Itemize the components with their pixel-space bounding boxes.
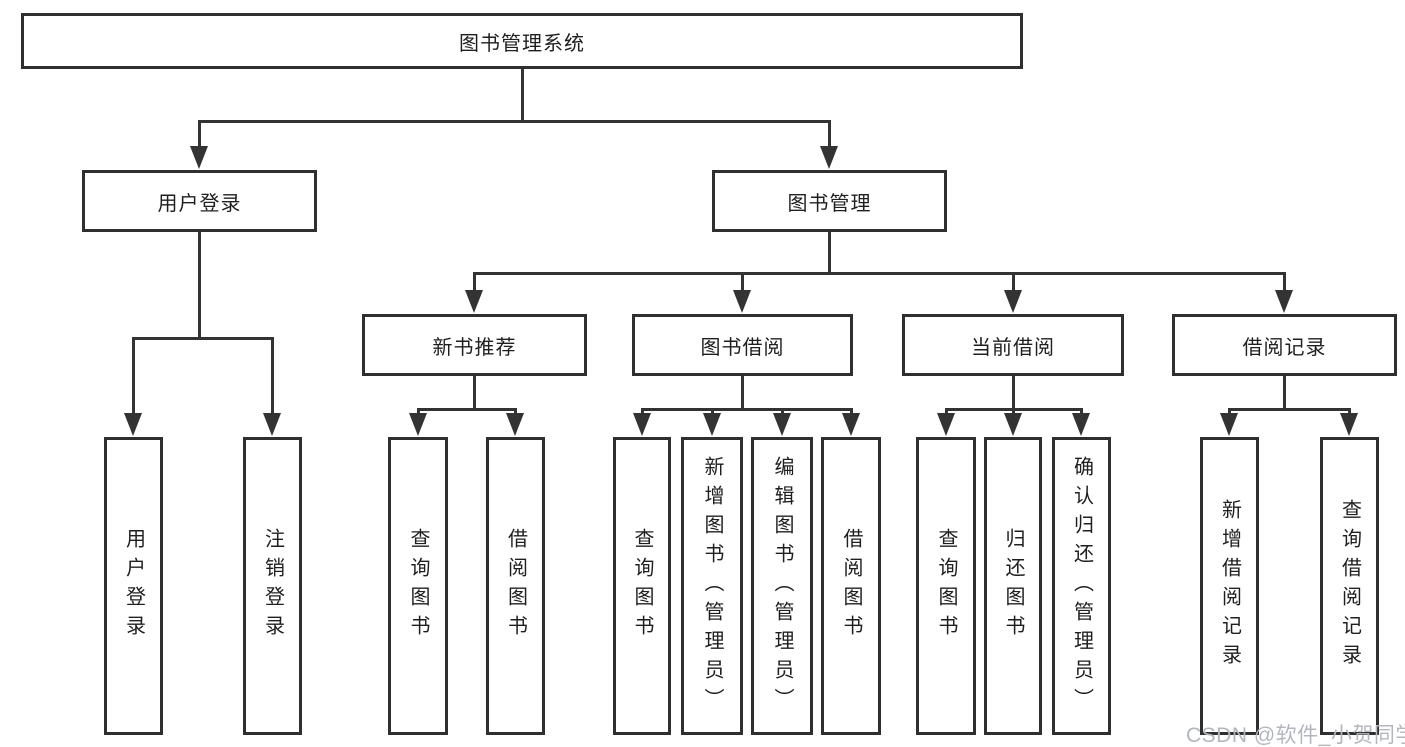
connector-vertical: [780, 408, 784, 417]
arrow-down-icon: [409, 413, 427, 436]
node-bb-query-books: 查询图书: [613, 437, 671, 735]
node-book-mgmt: 图书管理: [712, 170, 947, 232]
connector-vertical: [197, 232, 201, 337]
arrow-down-icon: [842, 413, 860, 436]
arrow-down-icon: [733, 290, 751, 313]
node-bb-add-books-label: 新增图书（管理员）: [701, 455, 723, 717]
node-user-login-leaf-label: 用户登录: [122, 528, 145, 644]
connector-vertical: [270, 337, 274, 417]
node-cb-confirm-return-label: 确认归还（管理员）: [1070, 455, 1093, 717]
arrow-down-icon: [1220, 413, 1238, 436]
arrow-down-icon: [1275, 290, 1293, 313]
connector-vertical: [1011, 408, 1015, 417]
arrow-down-icon: [1004, 413, 1022, 436]
connector-vertical: [849, 408, 853, 417]
connector-vertical: [1347, 408, 1351, 417]
arrow-down-icon: [937, 413, 955, 436]
arrow-down-icon: [1004, 290, 1022, 313]
connector-horizontal: [131, 337, 274, 340]
node-bb-edit-books: 编辑图书（管理员）: [751, 437, 813, 735]
node-book-borrow: 图书借阅: [632, 314, 853, 376]
connector-vertical: [1282, 376, 1286, 408]
arrow-down-icon: [633, 413, 651, 436]
node-bb-borrow-books: 借阅图书: [821, 437, 881, 735]
node-root: 图书管理系统: [21, 13, 1023, 69]
connector-vertical: [827, 232, 831, 272]
node-root-label: 图书管理系统: [459, 32, 585, 55]
connector-horizontal: [197, 120, 831, 123]
connector-vertical: [416, 408, 420, 417]
node-bb-query-books-label: 查询图书: [631, 528, 653, 644]
connector-vertical: [827, 120, 831, 150]
connector-vertical: [131, 337, 135, 417]
arrow-down-icon: [124, 413, 142, 436]
connector-horizontal: [640, 408, 853, 411]
node-nb-borrow-books-label: 借阅图书: [504, 528, 527, 644]
arrow-down-icon: [820, 146, 838, 169]
connector-vertical: [944, 408, 948, 417]
node-bb-borrow-books-label: 借阅图书: [840, 528, 862, 644]
node-logout-leaf-label: 注销登录: [261, 528, 284, 644]
arrow-down-icon: [773, 413, 791, 436]
node-book-borrow-label: 图书借阅: [700, 336, 785, 359]
connector-vertical: [197, 120, 201, 150]
connector-vertical: [1227, 408, 1231, 417]
node-borrow-records-label: 借阅记录: [1242, 336, 1327, 359]
node-borrow-records: 借阅记录: [1172, 314, 1397, 376]
node-cb-query-books: 查询图书: [916, 437, 976, 735]
connector-vertical: [710, 408, 714, 417]
connector-horizontal: [472, 272, 1286, 275]
connector-vertical: [740, 272, 744, 294]
arrow-down-icon: [1072, 413, 1090, 436]
watermark: CSDN @软件_小贺同学: [1186, 724, 1405, 747]
node-cb-confirm-return: 确认归还（管理员）: [1052, 437, 1111, 735]
node-current-borrow-label: 当前借阅: [971, 336, 1055, 359]
node-cb-return-books: 归还图书: [984, 437, 1042, 735]
connector-vertical: [640, 408, 644, 417]
node-current-borrow: 当前借阅: [902, 314, 1124, 376]
arrow-down-icon: [263, 413, 281, 436]
node-user-login-leaf: 用户登录: [104, 437, 163, 735]
connector-vertical: [1282, 272, 1286, 294]
node-nb-borrow-books: 借阅图书: [486, 437, 545, 735]
arrow-down-icon: [1340, 413, 1358, 436]
node-user-login: 用户登录: [82, 170, 317, 232]
node-br-query-record: 查询借阅记录: [1320, 437, 1379, 735]
node-user-login-label: 用户登录: [157, 192, 242, 215]
node-br-add-record-label: 新增借阅记录: [1218, 499, 1241, 673]
connector-vertical: [1011, 376, 1015, 408]
node-nb-query-books-label: 查询图书: [407, 528, 429, 644]
connector-horizontal: [1227, 408, 1351, 411]
connector-vertical: [740, 376, 744, 408]
connector-horizontal: [416, 408, 517, 411]
node-new-book-rec-label: 新书推荐: [432, 336, 517, 359]
connector-vertical: [520, 69, 524, 120]
arrow-down-icon: [465, 290, 483, 313]
node-bb-edit-books-label: 编辑图书（管理员）: [771, 455, 793, 717]
connector-vertical: [1079, 408, 1083, 417]
arrow-down-icon: [703, 413, 721, 436]
node-logout-leaf: 注销登录: [243, 437, 302, 735]
node-br-query-record-label: 查询借阅记录: [1338, 499, 1361, 673]
arrow-down-icon: [506, 413, 524, 436]
connector-vertical: [472, 272, 476, 294]
connector-vertical: [472, 376, 476, 408]
node-book-mgmt-label: 图书管理: [787, 192, 872, 215]
node-new-book-rec: 新书推荐: [362, 314, 587, 376]
node-cb-query-books-label: 查询图书: [935, 528, 957, 644]
node-cb-return-books-label: 归还图书: [1002, 528, 1024, 644]
connector-vertical: [513, 408, 517, 417]
node-nb-query-books: 查询图书: [388, 437, 448, 735]
connector-vertical: [1011, 272, 1015, 294]
node-bb-add-books: 新增图书（管理员）: [681, 437, 743, 735]
node-br-add-record: 新增借阅记录: [1200, 437, 1259, 735]
arrow-down-icon: [190, 146, 208, 169]
